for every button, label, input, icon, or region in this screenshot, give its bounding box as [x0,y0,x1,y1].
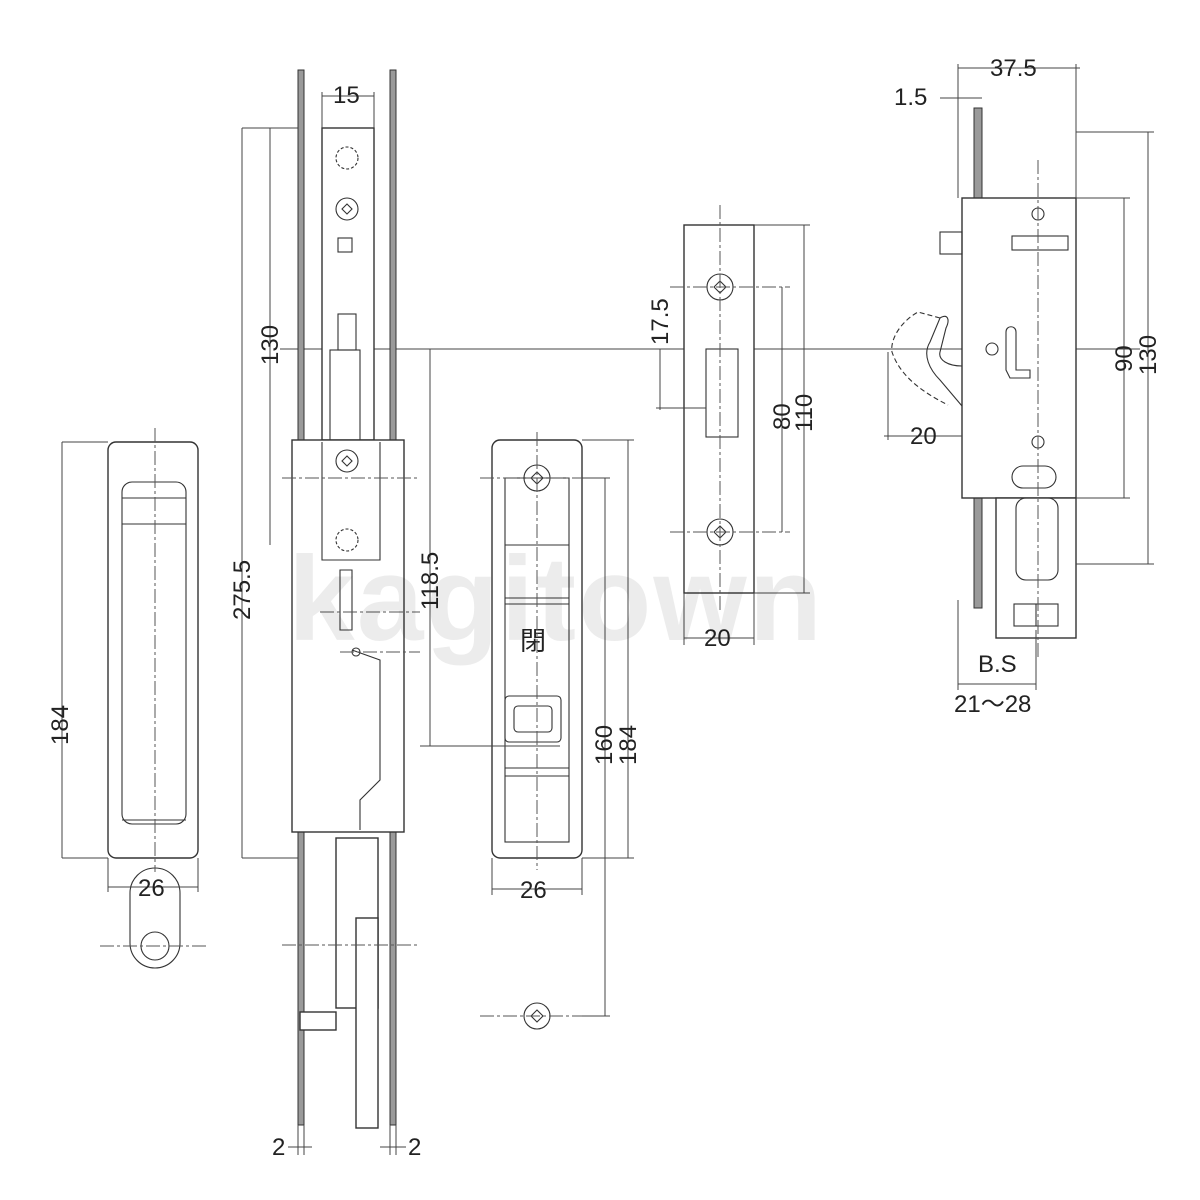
pull-width-label: 26 [138,875,165,902]
inner-handle-view: 閉 118.5 160 184 26 [417,349,642,1030]
faceplate-width-label: 15 [333,82,360,109]
lock-body-section-view: 15 275.5 130 2 2 [229,69,421,1161]
plate-right-label: 2 [408,1134,421,1161]
hook-bolt-icon [926,315,963,407]
watermark-text: kagitown [288,532,824,666]
strike-outer-label: 110 [791,394,818,432]
handle-width-label: 26 [520,877,547,904]
handle-outer-label: 184 [615,725,642,765]
body-total-height-label: 275.5 [229,560,256,620]
strike-width-label: 20 [704,625,731,652]
backset-range-label: 21～28 [954,691,1031,718]
body-upper-height-label: 130 [257,325,284,365]
case-outer-label: 130 [1135,335,1162,375]
case-plate-label: 1.5 [894,84,927,111]
strike-plate-view: 17.5 80 110 20 [647,205,818,652]
thumb-lever-icon [513,705,553,733]
case-depth-label: 37.5 [990,55,1037,82]
hook-depth-label: 20 [910,423,937,450]
pull-height-label: 184 [47,705,74,745]
closed-mark: 閉 [520,627,546,657]
lock-case-view: 37.5 1.5 90 130 20 B.S 21～28 [884,55,1162,718]
strike-offset-label: 17.5 [647,298,674,345]
backset-label: B.S [978,651,1017,678]
outer-pull-view: 184 26 [47,428,206,969]
strike-inner-label: 80 [769,403,796,430]
case-inner-label: 90 [1111,345,1138,372]
handle-pitch-label: 118.5 [417,552,444,610]
plate-left-label: 2 [272,1134,285,1161]
handle-inner-label: 160 [591,725,618,765]
